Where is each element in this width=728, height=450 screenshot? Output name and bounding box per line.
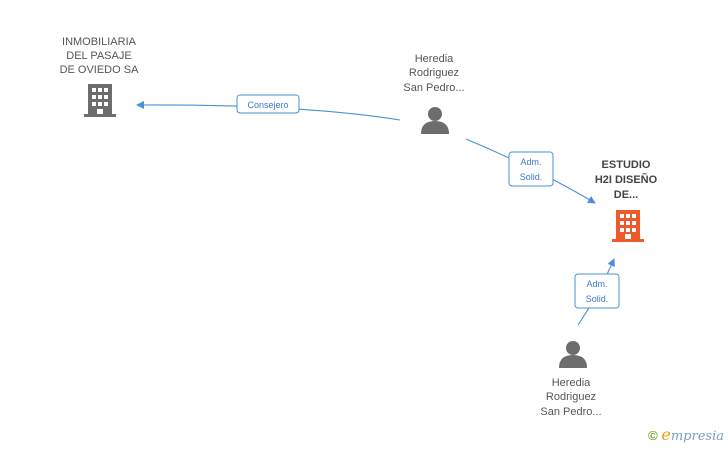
logo-text: mpresia: [670, 429, 724, 444]
building-icon: [612, 210, 644, 242]
logo-e: e: [661, 425, 671, 444]
node-label: H2I DISEÑO: [595, 173, 658, 186]
edge-label-adm-bottom[interactable]: Adm. Solid.: [574, 273, 620, 309]
node-label: San Pedro...: [540, 406, 601, 418]
edge-label-adm-top[interactable]: Adm. Solid.: [508, 151, 554, 187]
node-label: Heredia: [415, 53, 454, 65]
edge-label-consejero[interactable]: Consejero: [236, 94, 300, 114]
edge-label-text: Solid.: [520, 172, 543, 182]
node-label: San Pedro...: [403, 82, 464, 94]
node-label: INMOBILIARIA: [62, 36, 137, 48]
empresia-logo: © empresia: [648, 425, 724, 444]
copyright-symbol: ©: [648, 428, 658, 443]
node-label: DE OVIEDO SA: [60, 64, 140, 76]
node-heredia-top[interactable]: Heredia Rodriguez San Pedro...: [403, 53, 465, 134]
node-estudio[interactable]: ESTUDIO H2I DISEÑO DE...: [595, 159, 658, 242]
node-label: Heredia: [552, 377, 591, 389]
node-label: ESTUDIO: [602, 159, 651, 171]
person-icon: [559, 341, 587, 368]
node-label: Rodriguez: [409, 67, 459, 79]
person-icon: [421, 107, 449, 134]
edge-label-text: Solid.: [586, 294, 609, 304]
edge-label-text: Adm.: [520, 157, 541, 167]
edge-label-text: Adm.: [586, 279, 607, 289]
node-label: DE...: [614, 189, 638, 201]
node-heredia-bottom[interactable]: Heredia Rodriguez San Pedro...: [540, 341, 602, 418]
edge-label-text: Consejero: [247, 100, 288, 110]
node-label: Rodriguez: [546, 391, 596, 403]
node-inmobiliaria[interactable]: INMOBILIARIA DEL PASAJE DE OVIEDO SA: [60, 36, 140, 117]
node-label: DEL PASAJE: [66, 50, 131, 62]
building-icon: [84, 84, 116, 117]
